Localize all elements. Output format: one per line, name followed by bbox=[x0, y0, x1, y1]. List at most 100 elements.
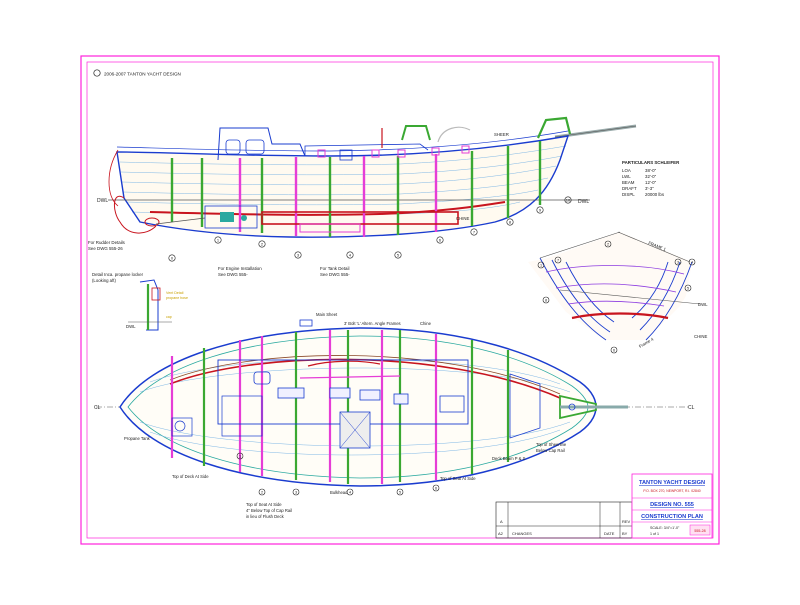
title-block: A A2 CHANGES DATE BY REV TANTON YACHT DE… bbox=[495, 473, 713, 539]
note-top-seat-2: 4" Below Top of Cap Rail bbox=[246, 508, 292, 513]
section-chine: CHINE bbox=[694, 334, 708, 339]
station-label: 3 bbox=[297, 253, 300, 258]
cl-left: CL bbox=[94, 405, 101, 411]
svg-text:4: 4 bbox=[691, 261, 693, 265]
sheet-number: 1 of 1 bbox=[650, 532, 659, 536]
design-number: DESIGN NO. 555 bbox=[650, 502, 694, 508]
doghouse bbox=[217, 127, 306, 161]
bowsprit-plan bbox=[559, 394, 597, 420]
plan-station-markers: 1 2 3 4 5 6 bbox=[236, 452, 440, 496]
station-label: 4 bbox=[349, 253, 352, 258]
detail-note: Vent Detail bbox=[166, 291, 184, 295]
station-label: 1 bbox=[217, 238, 220, 243]
section-top-label: FRAME 1 bbox=[648, 240, 668, 252]
particulars-title: PARTICULARS SCHLEIFER bbox=[622, 160, 680, 165]
note-top-seat-side: Top of Seat At Side bbox=[440, 476, 476, 481]
dwl-left-label: DWL bbox=[97, 198, 108, 204]
svg-text:6: 6 bbox=[613, 349, 615, 353]
companion-dodger bbox=[401, 125, 431, 141]
body-section: DWL CHINE FRAME 1 Frame 4 1 2 3 4 5 6 7 … bbox=[528, 231, 708, 354]
station-label: 8 bbox=[509, 220, 512, 225]
rev-a: A bbox=[500, 519, 503, 524]
svg-text:3: 3 bbox=[677, 261, 679, 265]
station-label: 2 bbox=[261, 242, 264, 247]
propeller-icon bbox=[144, 217, 160, 227]
sheer-label: SHEER bbox=[494, 132, 509, 137]
hull-outline bbox=[116, 135, 570, 238]
detail-note: propane hose bbox=[166, 296, 188, 300]
particulars-table: PARTICULARS SCHLEIFER LOA 38'-0" LWL 32'… bbox=[622, 160, 680, 197]
note-frames: 3' Bolt 'L' Altern. Angle Frames bbox=[344, 321, 401, 326]
station-label: 6 bbox=[439, 238, 442, 243]
tank-detail bbox=[299, 223, 361, 233]
note-chine: Chine bbox=[420, 321, 432, 326]
cl-right: CL bbox=[688, 405, 695, 411]
scale: SCALE: 3/4"=1'-0" bbox=[650, 526, 680, 530]
main-sheet-traveler bbox=[299, 319, 313, 327]
engine-outline bbox=[204, 205, 258, 229]
particular-value: 3'-3" bbox=[645, 186, 654, 191]
note-rudder-2: See DWG 555-26 bbox=[88, 246, 123, 251]
rail-line bbox=[116, 130, 569, 152]
station-label: 7 bbox=[473, 230, 476, 235]
particular-key: LWL bbox=[622, 174, 631, 179]
stamp: 555-28 bbox=[694, 529, 705, 533]
note-top-seat-1: Top of Seat At Side bbox=[246, 502, 282, 507]
portlights bbox=[317, 145, 470, 158]
svg-text:1: 1 bbox=[540, 264, 542, 268]
particular-value: 38'-0" bbox=[645, 168, 657, 173]
inner-border bbox=[86, 61, 714, 539]
detail-title-1: Detail Inca. propane locker bbox=[92, 272, 144, 277]
note-engine-2: See DWG 555- bbox=[218, 272, 248, 277]
outer-border bbox=[80, 55, 720, 545]
rudder-outline bbox=[114, 195, 157, 234]
note-top-seat-3: in lieu of Flush Deck bbox=[246, 514, 285, 519]
note-sheerline-1: Top of Sheerline bbox=[536, 442, 567, 447]
rev-note: CHANGES bbox=[512, 531, 532, 536]
plan-hull-outline bbox=[119, 327, 597, 487]
section-stations: 1 2 3 4 5 6 7 8 bbox=[537, 240, 696, 354]
note-rudder-1: For Rudder Details bbox=[88, 240, 126, 245]
chine-label: CHINE bbox=[456, 216, 470, 221]
note-bulkhead: Bulkhead bbox=[330, 490, 348, 495]
cabin-top bbox=[304, 143, 429, 156]
station-label: 5 bbox=[397, 253, 400, 258]
forepeak bbox=[509, 373, 541, 439]
particular-key: BEAM bbox=[622, 180, 635, 185]
profile-view: DWL DWL bbox=[88, 116, 680, 277]
rev-label: REV bbox=[622, 519, 631, 524]
rev-by: BY bbox=[622, 531, 628, 536]
particular-key: DRAFT bbox=[622, 186, 637, 191]
rev-b: A2 bbox=[498, 531, 504, 536]
dwl-right-label: DWL bbox=[578, 199, 589, 205]
svg-text:3: 3 bbox=[295, 491, 297, 495]
copyright-text: 2006-2007 TANTON YACHT DESIGN bbox=[104, 72, 181, 77]
svg-text:2: 2 bbox=[261, 491, 263, 495]
note-engine-1: For Engine Installation bbox=[218, 266, 262, 271]
company-address: P.O. BOX 270, NEWPORT, R.I. 02840 bbox=[643, 489, 700, 493]
svg-text:4: 4 bbox=[349, 491, 351, 495]
company-name: TANTON YACHT DESIGN bbox=[639, 480, 705, 486]
station-label: 9 bbox=[539, 208, 542, 213]
svg-text:2: 2 bbox=[607, 243, 609, 247]
bow-pulpit bbox=[536, 116, 572, 139]
propane-detail: Detail Inca. propane locker (Looking aft… bbox=[92, 272, 188, 331]
detail-title-2: (Looking aft) bbox=[92, 278, 116, 283]
svg-text:7: 7 bbox=[557, 259, 559, 263]
note-main-sheet: Main Sheet bbox=[316, 312, 338, 317]
note-top-deck: Top of Deck At Side bbox=[172, 474, 209, 479]
particular-value: 32'-0" bbox=[645, 174, 657, 179]
note-sheerline-2: Below Cap Rail bbox=[536, 448, 565, 453]
note-tank-1: For Tank Detail bbox=[320, 266, 349, 271]
svg-text:5: 5 bbox=[399, 491, 401, 495]
sheet-title: CONSTRUCTION PLAN bbox=[641, 514, 703, 520]
svg-text:5: 5 bbox=[687, 287, 689, 291]
particular-value: 20000 lbs bbox=[645, 192, 665, 197]
station-label: 0 bbox=[171, 256, 174, 261]
engine-block bbox=[220, 212, 234, 222]
plan-view: CL CL bbox=[94, 312, 695, 519]
hatch bbox=[339, 149, 353, 161]
particular-key: DISPL bbox=[622, 192, 635, 197]
